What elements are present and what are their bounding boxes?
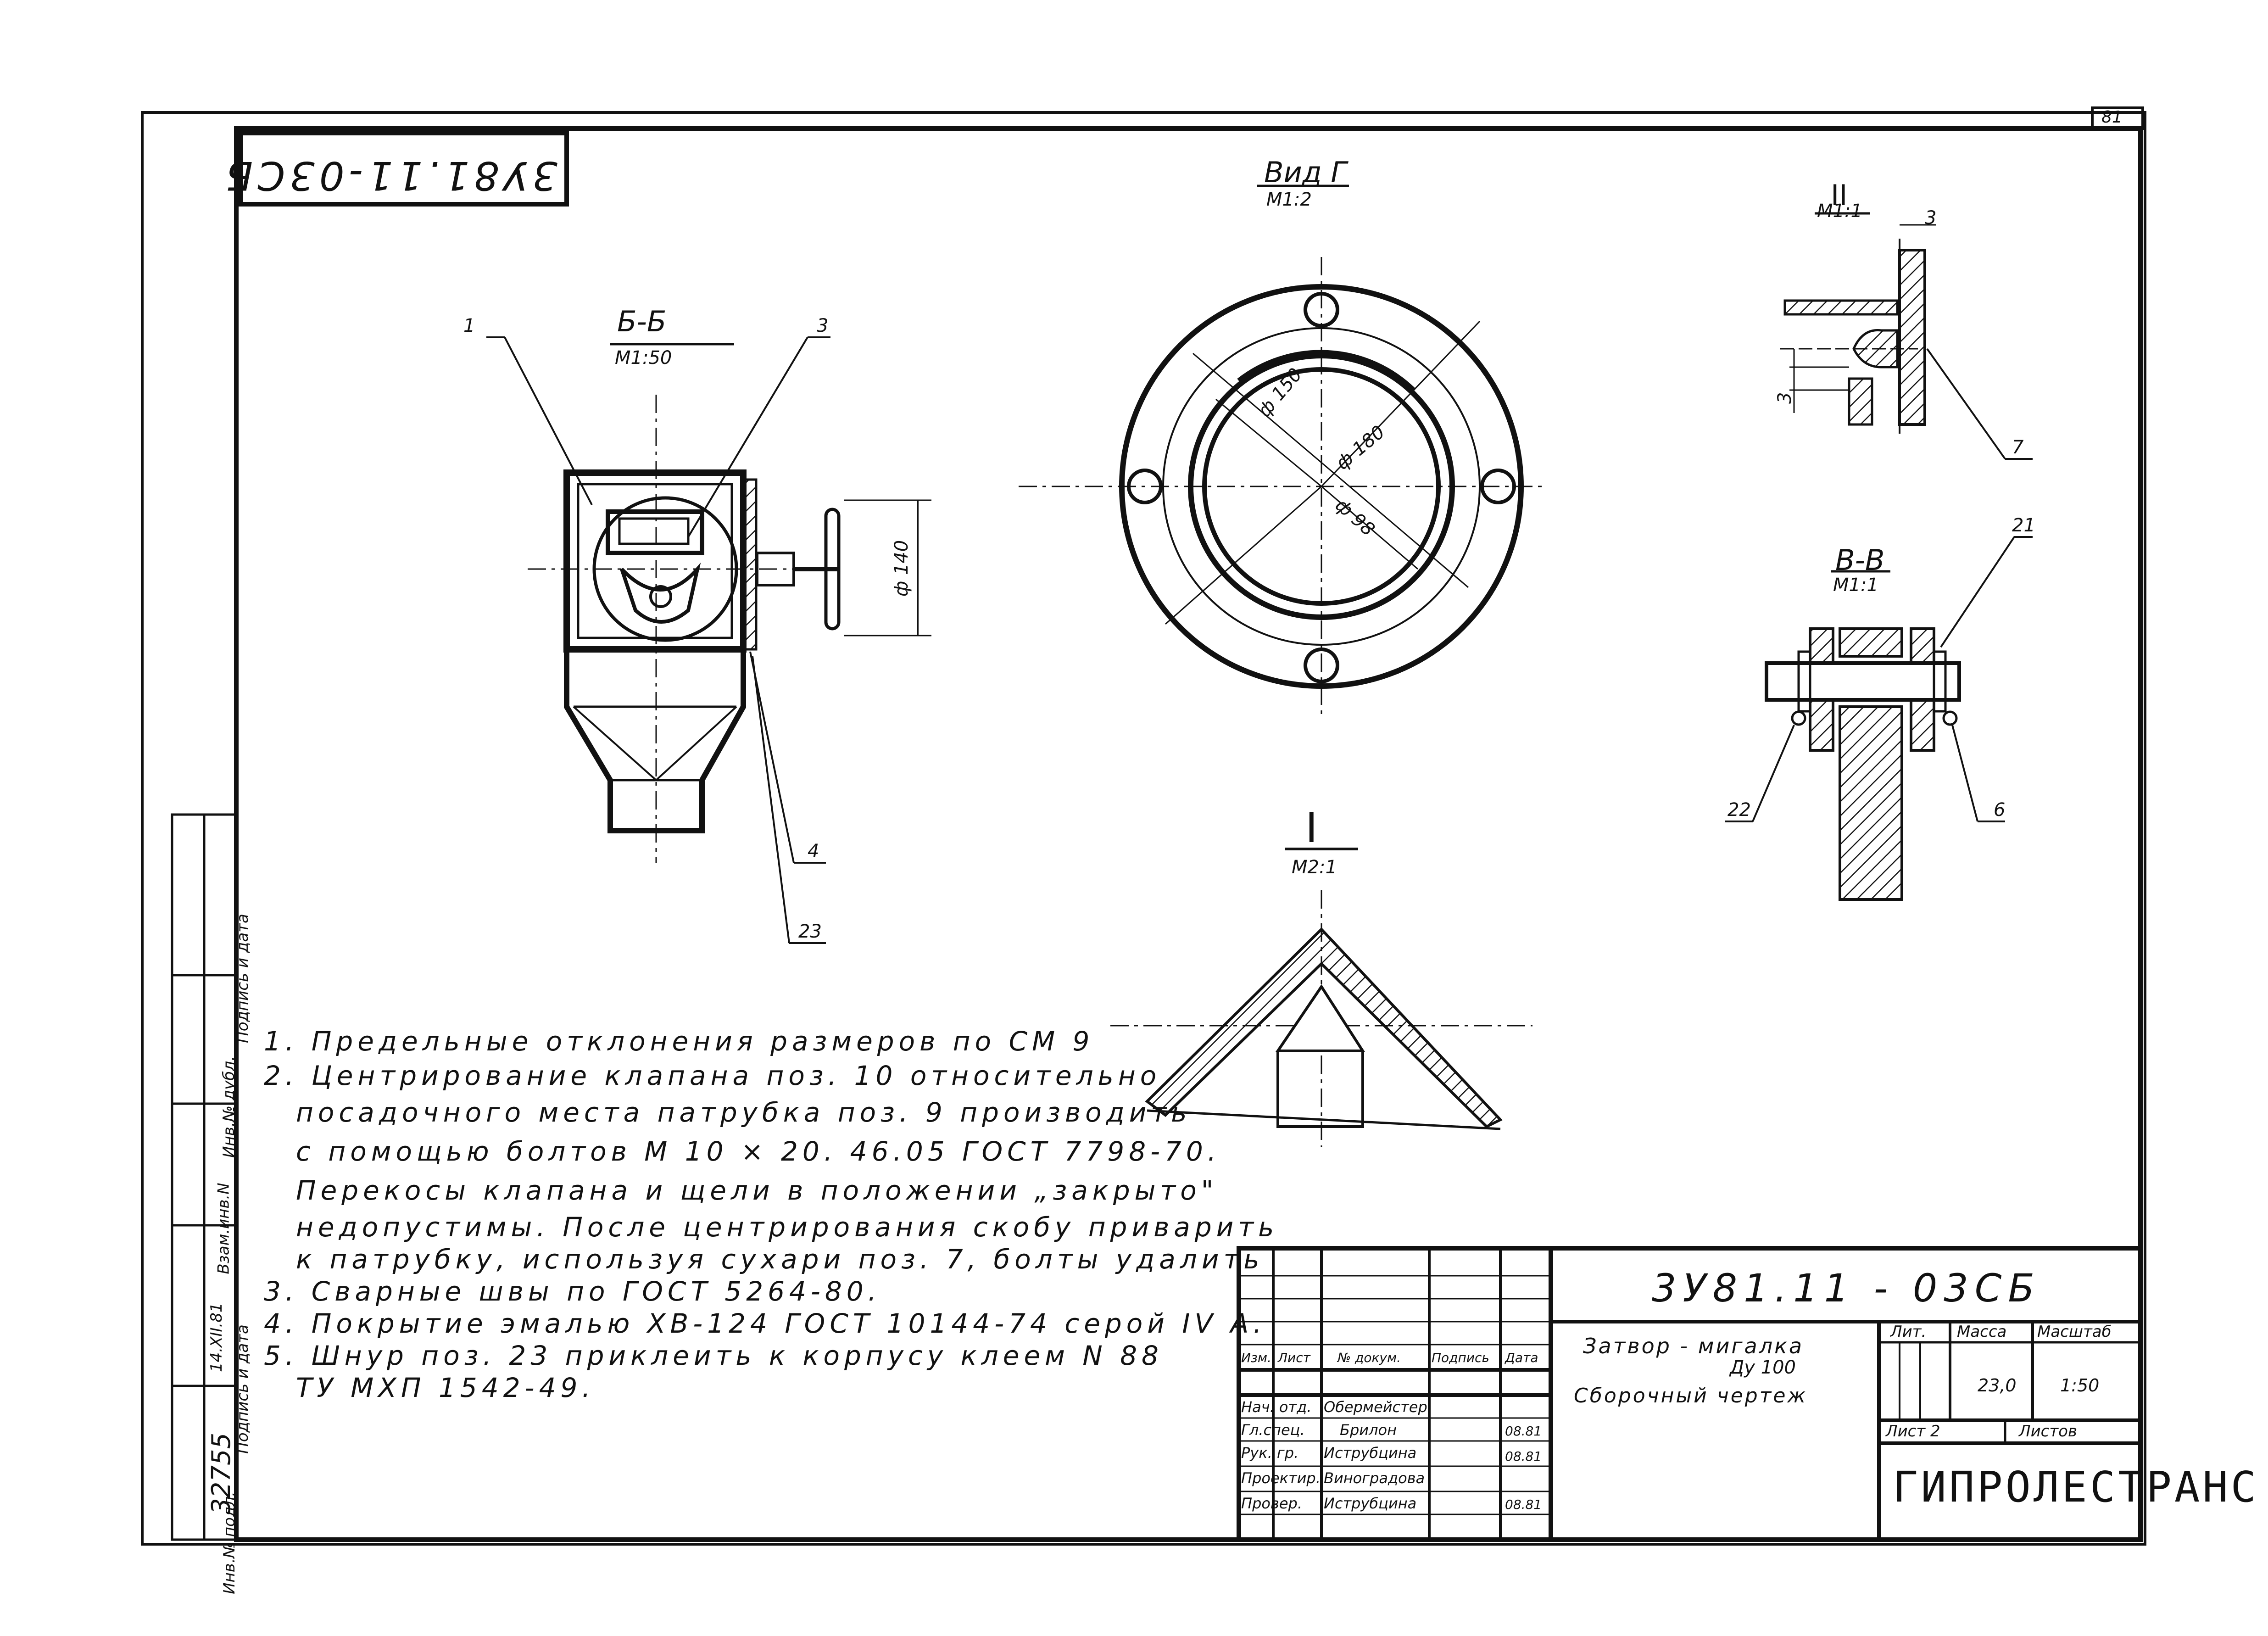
mass-value: 23,0 bbox=[1978, 1375, 2017, 1396]
view-g-scale: М1:2 bbox=[1266, 189, 1312, 210]
side-label-inv-dubl: Инв.№ дубл. bbox=[219, 1056, 238, 1158]
row-name-3: Иструбцина bbox=[1324, 1444, 1417, 1462]
sheet-number: 81 bbox=[2101, 108, 2123, 127]
stamp-box bbox=[239, 131, 569, 207]
row-name-2: Брилон bbox=[1340, 1421, 1397, 1439]
doc-name-line1: Затвор - мигалка bbox=[1583, 1334, 1804, 1358]
section-v-v-title: В-В bbox=[1835, 543, 1885, 577]
side-date: 14.XII.81 bbox=[207, 1302, 226, 1373]
view-g-title: Вид Г bbox=[1264, 156, 1347, 189]
note-2-cont-c: Перекосы клапана и щели в положении „зак… bbox=[296, 1175, 1218, 1206]
title-block-lines bbox=[1237, 1246, 2143, 1542]
row-name-5: Иструбцина bbox=[1324, 1495, 1417, 1512]
detail-ii-title: II bbox=[1831, 179, 1848, 212]
note-4: 4. Покрытие эмалью ХВ-124 ГОСТ 10144-74 … bbox=[264, 1308, 1266, 1339]
view-g-drawing bbox=[1019, 184, 1542, 716]
outer-frame bbox=[141, 111, 2146, 1546]
note-1: 1. Предельные отклонения размеров по СМ … bbox=[264, 1026, 1094, 1057]
note-3: 3. Сварные швы по ГОСТ 5264-80. bbox=[264, 1276, 881, 1307]
note-2-cont-d: недопустимы. После центрирования скобу п… bbox=[296, 1212, 1279, 1243]
detail-i-drawing bbox=[1110, 848, 1532, 1147]
section-v-v-scale: М1:1 bbox=[1833, 575, 1878, 596]
dim-3-left: 3 bbox=[1774, 392, 1795, 404]
side-inv-number: 32755 bbox=[206, 1432, 236, 1514]
callout-21: 21 bbox=[2012, 515, 2035, 536]
organization-name: ГИПРОЛЕСТРАНС bbox=[1893, 1463, 2259, 1512]
note-2: 2. Центрирование клапана поз. 10 относит… bbox=[264, 1060, 1161, 1091]
row-date-3: 08.81 bbox=[1505, 1449, 1542, 1464]
hdr-sign: Подпись bbox=[1432, 1350, 1489, 1365]
row-name-1: Обермейстер bbox=[1324, 1398, 1427, 1416]
section-v-v-drawing bbox=[1725, 536, 2033, 901]
side-label-vzam-inv: Взам.инв.N bbox=[214, 1183, 233, 1274]
callout-22: 22 bbox=[1727, 799, 1751, 821]
sheet-label: Лист 2 bbox=[1886, 1422, 1940, 1441]
row-role-3: Рук. гр. bbox=[1241, 1444, 1299, 1462]
hdr-list: Лист bbox=[1278, 1350, 1310, 1365]
row-role-5: Провер. bbox=[1241, 1495, 1302, 1512]
row-date-5: 08.81 bbox=[1505, 1497, 1542, 1512]
stamp-rotated: 3У81.11-03СБ bbox=[221, 152, 557, 198]
callout-7: 7 bbox=[2012, 437, 2024, 458]
sheet-number-box bbox=[2091, 106, 2144, 130]
callout-23: 23 bbox=[798, 921, 822, 942]
scale-value: 1:50 bbox=[2060, 1375, 2100, 1396]
note-5: 5. Шнур поз. 23 приклеить к корпусу клее… bbox=[264, 1340, 1163, 1371]
detail-ii-drawing bbox=[1780, 212, 2033, 460]
row-role-2: Гл.спец. bbox=[1241, 1421, 1305, 1439]
row-role-1: Нач. отд. bbox=[1241, 1398, 1312, 1416]
callout-6: 6 bbox=[1994, 799, 2006, 821]
side-label-signature-2: Подпись и дата bbox=[233, 914, 252, 1043]
hdr-date: Дата bbox=[1505, 1350, 1538, 1365]
note-2-cont-a: посадочного места патрубка поз. 9 произв… bbox=[296, 1097, 1192, 1128]
section-b-b-drawing bbox=[486, 336, 931, 944]
hdr-izm: Изм. bbox=[1241, 1350, 1271, 1365]
sheets-label: Листов bbox=[2019, 1422, 2078, 1441]
col-scale: Масштаб bbox=[2037, 1323, 2112, 1341]
side-label-signature-1: Подпись и дата bbox=[233, 1324, 252, 1454]
callout-4: 4 bbox=[808, 841, 819, 862]
note-2-cont-e: к патрубку, используя сухари поз. 7, бол… bbox=[296, 1244, 1264, 1275]
row-name-4: Виноградова bbox=[1324, 1469, 1425, 1487]
doc-name-line3: Сборочный чертеж bbox=[1574, 1384, 1808, 1407]
hdr-doc: № докум. bbox=[1337, 1350, 1401, 1365]
detail-i-scale: М2:1 bbox=[1292, 857, 1337, 878]
col-lit: Лит. bbox=[1890, 1323, 1927, 1341]
col-mass: Масса bbox=[1957, 1323, 2007, 1341]
doc-name-line2: Ду 100 bbox=[1730, 1357, 1796, 1378]
side-strip bbox=[171, 813, 238, 1541]
section-b-b-scale: М1:50 bbox=[615, 347, 672, 369]
note-5-cont: ТУ МХП 1542-49. bbox=[296, 1372, 595, 1403]
dim-diameter-140: ф 140 bbox=[891, 540, 912, 597]
detail-i-title: I bbox=[1305, 804, 1318, 852]
note-2-cont-b: с помощью болтов М 10 × 20. 46.05 ГОСТ 7… bbox=[296, 1136, 1221, 1167]
callout-3: 3 bbox=[817, 315, 829, 336]
doc-number: 3У81.11 - 03СБ bbox=[1652, 1266, 2041, 1311]
section-b-b-title: Б-Б bbox=[617, 305, 667, 338]
row-date-2: 08.81 bbox=[1505, 1424, 1542, 1439]
detail-ii-scale: М1:1 bbox=[1817, 201, 1862, 222]
callout-1: 1 bbox=[463, 315, 475, 336]
dim-3-top: 3 bbox=[1925, 207, 1937, 229]
row-role-4: Проектир. bbox=[1241, 1469, 1321, 1487]
